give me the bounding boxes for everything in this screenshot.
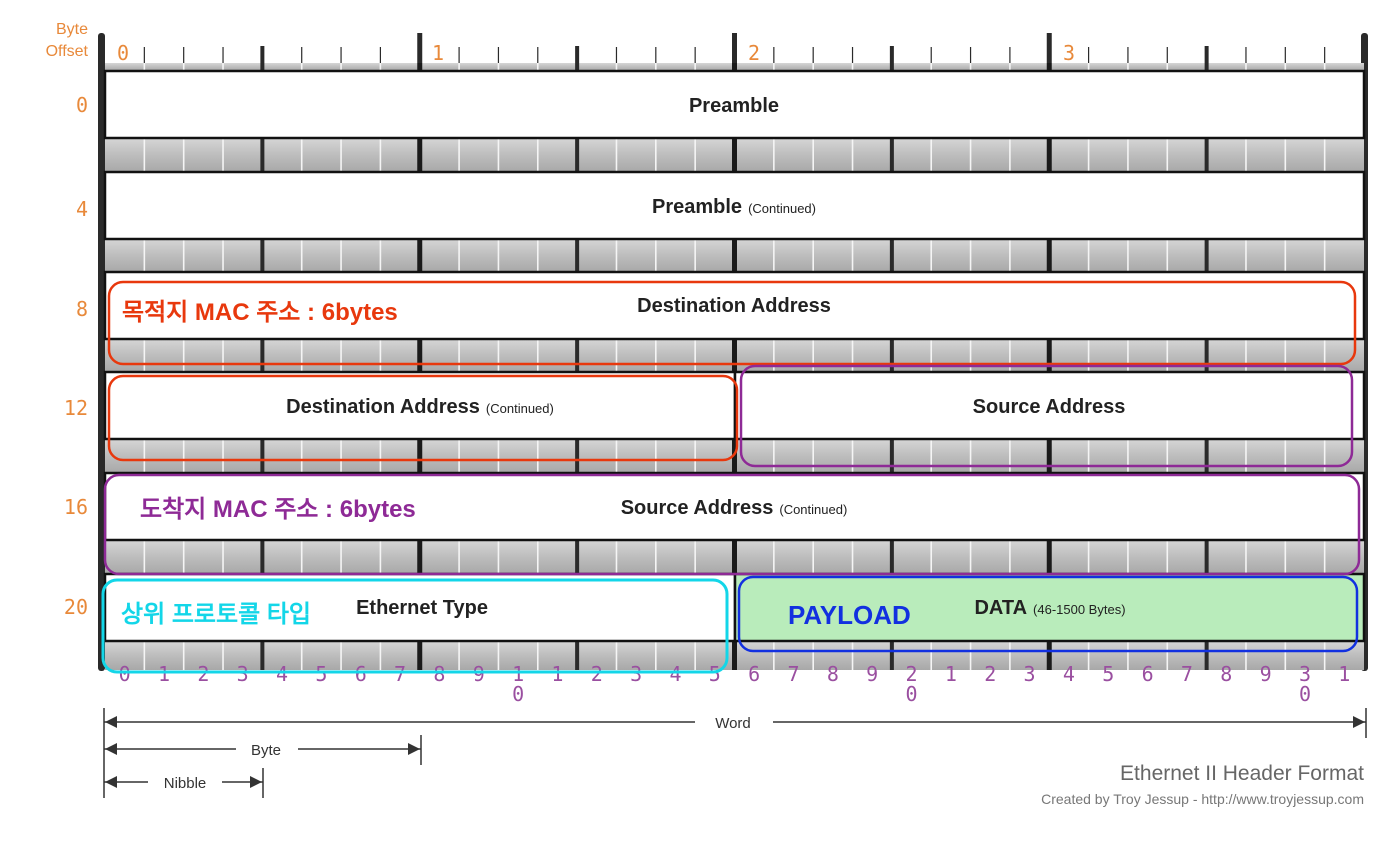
word-arrowhead-left — [105, 716, 117, 728]
annotation-dest-mac: 목적지 MAC 주소 : 6bytes — [122, 299, 398, 326]
bit-number: 6 — [355, 662, 367, 686]
annotation-box-src-mac — [739, 364, 1354, 468]
diagram-title: Ethernet II Header Format — [1120, 762, 1364, 785]
annotation-payload: PAYLOAD — [788, 600, 911, 630]
nibble-arrowhead-right — [250, 776, 262, 788]
bit-number: 5 — [1102, 662, 1114, 686]
bit-number: 7 — [1181, 662, 1193, 686]
field-source-address — [733, 370, 1366, 441]
bit-number: 9 — [1260, 662, 1272, 686]
byte-arrowhead-left — [105, 743, 117, 755]
field-ethernet-type — [103, 572, 737, 643]
annotation-box-dest-mac-continued — [107, 374, 739, 462]
scale-nibble-label: Nibble — [164, 775, 207, 792]
row-offset-20: Ethernet Type DATA(46-1500 Bytes) — [103, 572, 1366, 643]
bit-number: 4 — [276, 662, 288, 686]
bit-number: 3 — [1024, 662, 1036, 686]
bit-number: 3 — [1299, 662, 1311, 686]
offset-column: 0 4 8 12 16 20 — [64, 93, 88, 619]
scale-byte-label: Byte — [251, 742, 281, 759]
offset-12: 12 — [64, 396, 88, 420]
row-offset-0: Preamble — [103, 69, 1366, 140]
bit-number: 2 — [591, 662, 603, 686]
annotation-box-payload — [737, 575, 1359, 653]
bit-number: 1 — [1338, 662, 1350, 686]
field-destination-address-continued-label: Destination Address(Continued) — [286, 396, 554, 418]
annotation-overlays: 목적지 MAC 주소 : 6bytes 도착지 MAC 주소 : 6bytes … — [101, 280, 1361, 674]
scale-word-label: Word — [715, 715, 751, 732]
bit-number: 4 — [1063, 662, 1075, 686]
bit-number: 7 — [787, 662, 799, 686]
nibble-arrowhead-left — [105, 776, 117, 788]
bit-number: 5 — [709, 662, 721, 686]
field-preamble-label: Preamble — [689, 95, 779, 117]
byte-number-0: 0 — [117, 41, 129, 65]
bit-number: 2 — [906, 662, 918, 686]
offset-0: 0 — [76, 93, 88, 117]
field-destination-address-label: Destination Address — [637, 295, 831, 317]
bit-number: 3 — [237, 662, 249, 686]
bit-number: 2 — [984, 662, 996, 686]
bit-number-second-digit: 0 — [1299, 682, 1311, 706]
bit-number: 1 — [945, 662, 957, 686]
byte-number-1: 1 — [432, 41, 444, 65]
bit-strips — [105, 63, 1364, 670]
byte-number-2: 2 — [748, 41, 760, 65]
field-preamble-continued-label: Preamble(Continued) — [652, 196, 816, 218]
bit-number: 1 — [551, 662, 563, 686]
offset-4: 4 — [76, 197, 88, 221]
field-data-label: DATA(46-1500 Bytes) — [974, 597, 1125, 619]
field-preamble — [103, 69, 1366, 140]
byte-number-row: 0 1 2 3 — [117, 41, 1075, 65]
row-offset-16: Source Address(Continued) — [103, 471, 1366, 542]
bit-number: 1 — [158, 662, 170, 686]
bit-number: 3 — [630, 662, 642, 686]
bit-number: 6 — [1142, 662, 1154, 686]
row-offset-12: Destination Address(Continued) Source Ad… — [103, 370, 1366, 441]
offset-16: 16 — [64, 495, 88, 519]
bit-number: 8 — [827, 662, 839, 686]
annotation-box-upper-protocol — [101, 578, 729, 674]
bit-number: 9 — [473, 662, 485, 686]
offset-20: 20 — [64, 595, 88, 619]
field-ethernet-type-label: Ethernet Type — [356, 597, 488, 619]
bit-number: 7 — [394, 662, 406, 686]
field-destination-address-continued — [103, 370, 737, 441]
field-source-address-continued-label: Source Address(Continued) — [621, 497, 848, 519]
scale-legend: Word Byte Nibble — [103, 708, 1367, 798]
top-ruler — [143, 33, 1326, 63]
left-rail — [98, 33, 105, 671]
bit-number: 8 — [433, 662, 445, 686]
word-arrowhead-right — [1353, 716, 1365, 728]
annotation-box-dest-mac — [107, 280, 1357, 366]
field-source-address-label: Source Address — [973, 396, 1126, 418]
bit-number: 8 — [1220, 662, 1232, 686]
bit-number-second-digit: 0 — [906, 682, 918, 706]
bit-number-second-digit: 0 — [512, 682, 524, 706]
annotation-upper-protocol: 상위 프로토콜 타입 — [121, 601, 311, 628]
bit-number: 6 — [748, 662, 760, 686]
annotation-box-src-mac-continued — [103, 473, 1361, 576]
bit-number: 9 — [866, 662, 878, 686]
byte-arrowhead-right — [408, 743, 420, 755]
bit-number: 5 — [315, 662, 327, 686]
byte-number-3: 3 — [1063, 41, 1075, 65]
row-offset-4: Preamble(Continued) — [103, 170, 1366, 241]
field-preamble-continued — [103, 170, 1366, 241]
bit-number: 0 — [119, 662, 131, 686]
byte-offset-label-byte: Byte — [56, 21, 88, 38]
bit-number: 1 — [512, 662, 524, 686]
bit-number: 4 — [669, 662, 681, 686]
field-source-address-continued — [103, 471, 1366, 542]
diagram-credit: Created by Troy Jessup - http://www.troy… — [1041, 791, 1364, 807]
bit-number: 2 — [197, 662, 209, 686]
offset-8: 8 — [76, 297, 88, 321]
annotation-src-mac: 도착지 MAC 주소 : 6bytes — [140, 496, 416, 523]
byte-offset-label-offset: Offset — [46, 43, 89, 60]
